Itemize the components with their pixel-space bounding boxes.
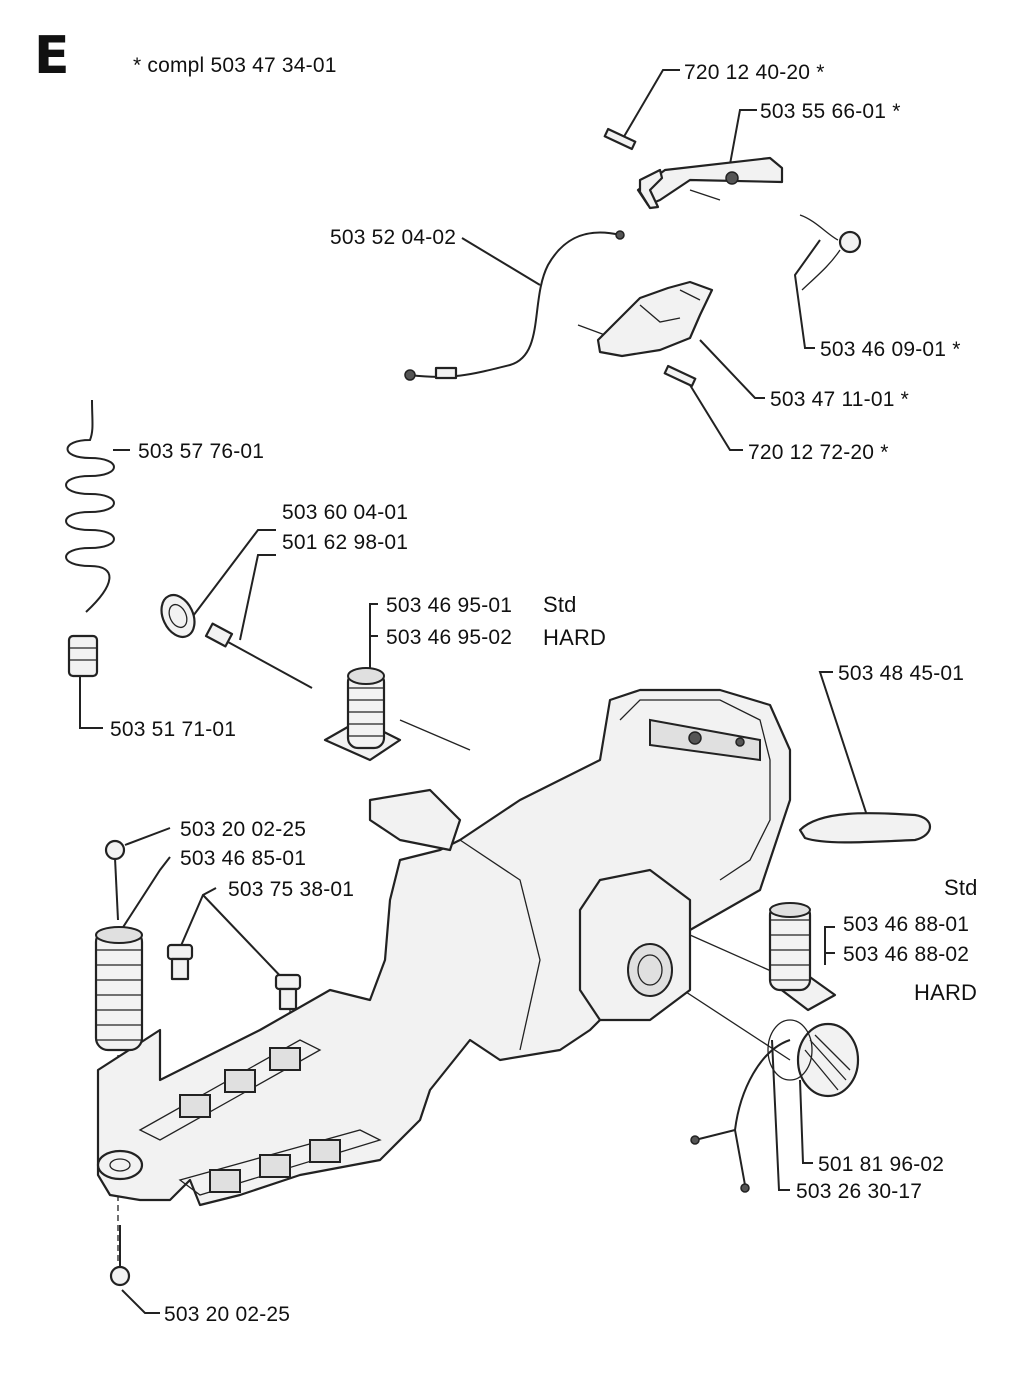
top-bolt-part [104, 839, 126, 921]
coil-spring-part [65, 399, 115, 613]
throttle-trigger-part [636, 156, 784, 210]
screw-part [204, 622, 313, 689]
label-503-46-95-02: 503 46 95-02 [386, 626, 513, 649]
tank-cap-part [767, 1019, 860, 1098]
label-503-60-04-01: 503 60 04-01 [282, 501, 409, 524]
spring-part [799, 214, 862, 291]
left-damper-part [94, 926, 144, 1052]
label-720-12-40-20: 720 12 40-20 * [684, 61, 825, 84]
label-503-52-04-02: 503 52 04-02 [330, 226, 457, 249]
leader-lines [79, 69, 876, 1314]
label-503-46-88-01: 503 46 88-01 [843, 913, 970, 936]
label-std-lower: Std [944, 875, 978, 900]
pin-part-bottom [663, 364, 697, 388]
pin-part-top [603, 127, 637, 151]
label-503-20-02-25-bottom: 503 20 02-25 [164, 1303, 291, 1326]
trigger-lockout-part [596, 280, 714, 358]
small-buffer-part [67, 634, 99, 678]
plug-part-right [274, 973, 302, 1011]
label-503-55-66-01: 503 55 66-01 * [760, 100, 901, 123]
bottom-bolt-part [109, 1225, 131, 1287]
label-503-26-30-17: 503 26 30-17 [796, 1180, 923, 1203]
main-housing-part [96, 688, 792, 1207]
label-503-57-76-01: 503 57 76-01 [138, 440, 265, 463]
label-503-47-11-01: 503 47 11-01 * [770, 388, 910, 411]
label-503-51-71-01: 503 51 71-01 [110, 718, 237, 741]
label-503-46-88-02: 503 46 88-02 [843, 943, 970, 966]
section-letter: E [34, 26, 70, 86]
label-503-48-45-01: 503 48 45-01 [838, 662, 965, 685]
label-720-12-72-20: 720 12 72-20 * [748, 441, 889, 464]
nut-part [160, 593, 196, 639]
plug-part-left [166, 943, 194, 981]
label-hard-lower: HARD [914, 980, 978, 1005]
handle-cover-part [798, 812, 932, 844]
assembly-note: * compl 503 47 34-01 [133, 54, 337, 77]
label-hard-upper: HARD [543, 625, 607, 650]
upper-damper-part [323, 667, 402, 762]
cap-strap-part [690, 1039, 791, 1193]
right-damper-part [768, 902, 837, 1012]
label-503-46-85-01: 503 46 85-01 [180, 847, 307, 870]
throttle-cable-part [404, 230, 625, 381]
label-501-62-98-01: 501 62 98-01 [282, 531, 409, 554]
label-503-46-09-01: 503 46 09-01 * [820, 338, 961, 361]
label-501-81-96-02: 501 81 96-02 [818, 1153, 945, 1176]
label-503-20-02-25-top: 503 20 02-25 [180, 818, 307, 841]
label-503-75-38-01: 503 75 38-01 [228, 878, 355, 901]
label-std-upper: Std [543, 592, 577, 617]
label-503-46-95-01: 503 46 95-01 [386, 594, 513, 617]
